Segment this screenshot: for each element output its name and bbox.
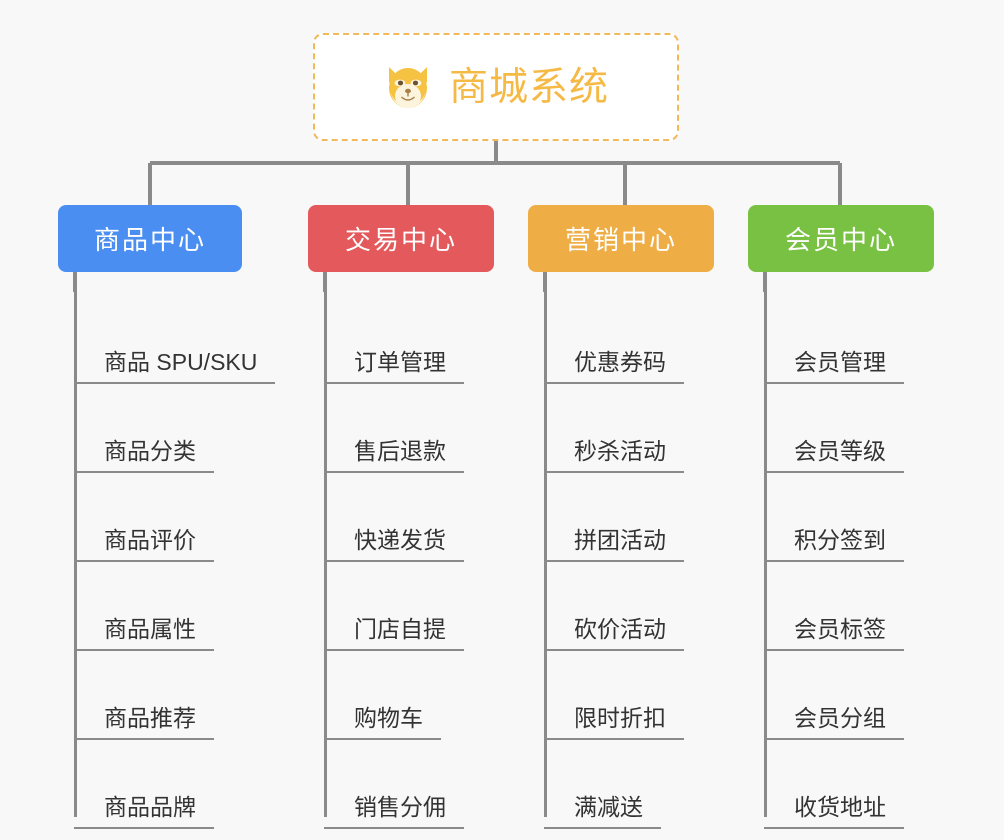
leaf-item[interactable]: 限时折扣	[544, 651, 753, 740]
branch-header-product-center[interactable]: 商品中心	[58, 205, 242, 272]
leaf-item[interactable]: 商品属性	[74, 562, 283, 651]
leaf-label: 积分签到	[764, 527, 904, 562]
leaf-item[interactable]: 会员等级	[764, 384, 973, 473]
leaf-label: 快递发货	[324, 527, 464, 562]
leaf-item[interactable]: 售后退款	[324, 384, 533, 473]
leaf-item[interactable]: 拼团活动	[544, 473, 753, 562]
leaf-item[interactable]: 订单管理	[324, 295, 533, 384]
leaf-label: 砍价活动	[544, 616, 684, 651]
leaf-trunk-line	[74, 272, 77, 817]
leaf-list-member-center: 会员管理 会员等级 积分签到 会员标签 会员分组 收货地址	[748, 272, 973, 829]
leaf-trunk-line	[764, 272, 767, 817]
leaf-item[interactable]: 砍价活动	[544, 562, 753, 651]
root-node-shop-system[interactable]: 商城系统	[313, 33, 679, 141]
leaf-item[interactable]: 商品 SPU/SKU	[74, 295, 283, 384]
leaf-item[interactable]: 优惠券码	[544, 295, 753, 384]
leaf-label: 购物车	[324, 705, 441, 740]
leaf-item[interactable]: 满减送	[544, 740, 753, 829]
leaf-label: 优惠券码	[544, 349, 684, 384]
leaf-item[interactable]: 秒杀活动	[544, 384, 753, 473]
leaf-item[interactable]: 商品评价	[74, 473, 283, 562]
leaf-label: 秒杀活动	[544, 438, 684, 473]
leaf-item[interactable]: 会员分组	[764, 651, 973, 740]
leaf-item[interactable]: 快递发货	[324, 473, 533, 562]
branch-columns: 商品中心 商品 SPU/SKU 商品分类 商品评价 商品属性 商品推荐 商品品牌…	[0, 205, 1004, 840]
branch-column-member-center: 会员中心 会员管理 会员等级 积分签到 会员标签 会员分组 收货地址	[748, 205, 973, 829]
leaf-item[interactable]: 积分签到	[764, 473, 973, 562]
leaf-list-marketing-center: 优惠券码 秒杀活动 拼团活动 砍价活动 限时折扣 满减送	[528, 272, 753, 829]
leaf-item[interactable]: 商品品牌	[74, 740, 283, 829]
leaf-label: 满减送	[544, 794, 661, 829]
leaf-item[interactable]: 会员管理	[764, 295, 973, 384]
leaf-item[interactable]: 销售分佣	[324, 740, 533, 829]
leaf-label: 门店自提	[324, 616, 464, 651]
leaf-label: 会员标签	[764, 616, 904, 651]
root-title: 商城系统	[448, 65, 609, 109]
leaf-label: 商品品牌	[74, 794, 214, 829]
shiba-dog-face-icon	[383, 63, 433, 111]
branch-label: 会员中心	[784, 225, 897, 255]
leaf-trunk-line	[324, 272, 327, 817]
leaf-label: 销售分佣	[324, 794, 464, 829]
branch-label: 营销中心	[564, 225, 677, 255]
branch-header-marketing-center[interactable]: 营销中心	[528, 205, 714, 272]
leaf-item[interactable]: 商品分类	[74, 384, 283, 473]
leaf-item[interactable]: 购物车	[324, 651, 533, 740]
leaf-label: 商品分类	[74, 438, 214, 473]
branch-header-member-center[interactable]: 会员中心	[748, 205, 934, 272]
leaf-label: 会员管理	[764, 349, 904, 384]
branch-column-product-center: 商品中心 商品 SPU/SKU 商品分类 商品评价 商品属性 商品推荐 商品品牌	[58, 205, 283, 829]
leaf-label: 会员分组	[764, 705, 904, 740]
leaf-label: 订单管理	[324, 349, 464, 384]
leaf-label: 售后退款	[324, 438, 464, 473]
leaf-item[interactable]: 门店自提	[324, 562, 533, 651]
leaf-label: 商品推荐	[74, 705, 214, 740]
leaf-label: 会员等级	[764, 438, 904, 473]
leaf-label: 限时折扣	[544, 705, 684, 740]
leaf-label: 商品 SPU/SKU	[74, 349, 276, 384]
leaf-label: 商品评价	[74, 527, 214, 562]
leaf-item[interactable]: 商品推荐	[74, 651, 283, 740]
leaf-label: 拼团活动	[544, 527, 684, 562]
leaf-item[interactable]: 会员标签	[764, 562, 973, 651]
leaf-item[interactable]: 收货地址	[764, 740, 973, 829]
branch-column-trade-center: 交易中心 订单管理 售后退款 快递发货 门店自提 购物车 销售分佣	[308, 205, 533, 829]
branch-header-trade-center[interactable]: 交易中心	[308, 205, 494, 272]
branch-label: 商品中心	[93, 225, 206, 255]
branch-column-marketing-center: 营销中心 优惠券码 秒杀活动 拼团活动 砍价活动 限时折扣 满减送	[528, 205, 753, 829]
leaf-trunk-line	[544, 272, 547, 817]
leaf-label: 商品属性	[74, 616, 214, 651]
leaf-list-trade-center: 订单管理 售后退款 快递发货 门店自提 购物车 销售分佣	[308, 272, 533, 829]
leaf-label: 收货地址	[764, 794, 904, 829]
branch-label: 交易中心	[344, 225, 457, 255]
leaf-list-product-center: 商品 SPU/SKU 商品分类 商品评价 商品属性 商品推荐 商品品牌	[58, 272, 283, 829]
